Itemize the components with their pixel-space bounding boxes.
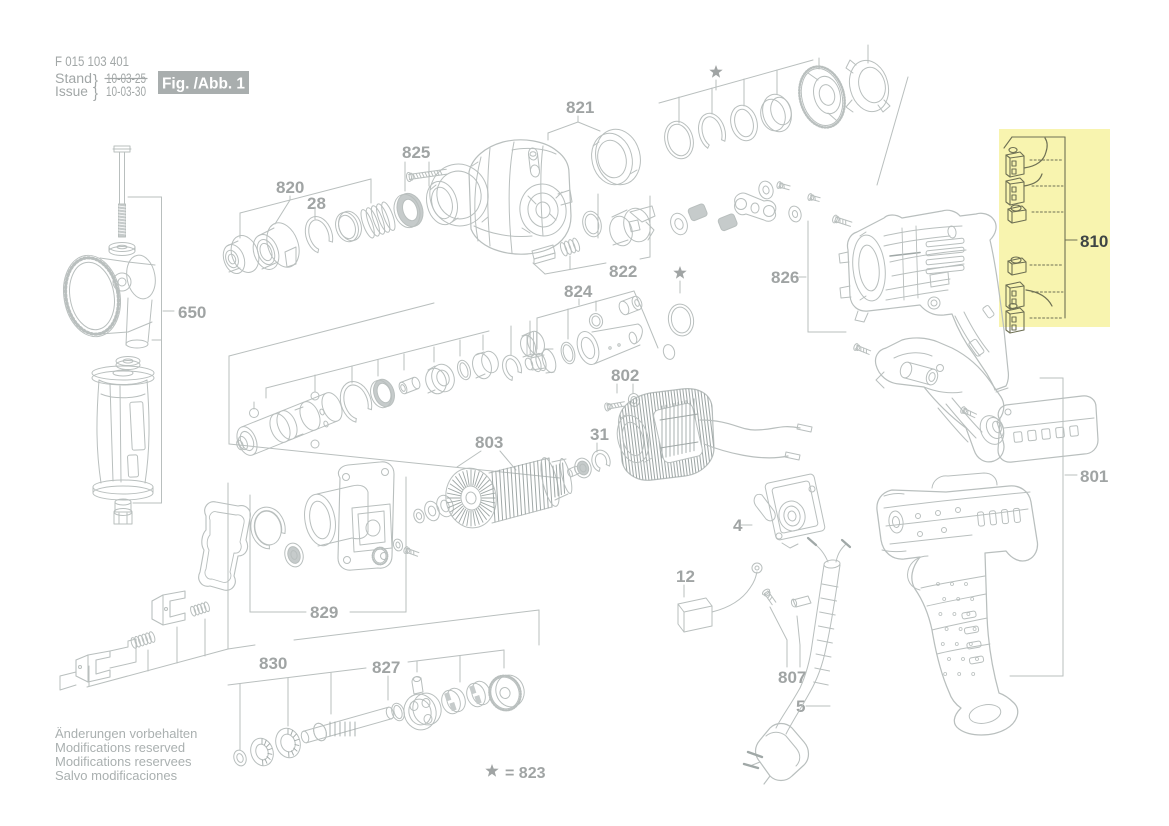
svg-text:Modifications reservees: Modifications reservees (55, 754, 192, 769)
svg-text:803: 803 (475, 433, 503, 452)
svg-text:820: 820 (276, 178, 304, 197)
svg-text:829: 829 (310, 603, 338, 622)
svg-text:F 015 103 401: F 015 103 401 (55, 54, 129, 69)
svg-text:824: 824 (564, 282, 593, 301)
svg-text:Salvo modificaciones: Salvo modificaciones (55, 768, 178, 783)
svg-text:Fig. /Abb. 1: Fig. /Abb. 1 (162, 76, 245, 93)
svg-text:31: 31 (590, 425, 609, 444)
svg-text:807: 807 (778, 668, 806, 687)
svg-text:}: } (93, 85, 98, 102)
svg-text:822: 822 (609, 262, 637, 281)
svg-text:826: 826 (771, 268, 799, 287)
svg-text:Änderungen vorbehalten: Änderungen vorbehalten (55, 726, 197, 741)
svg-text:Stand: Stand (55, 71, 92, 86)
svg-text:810: 810 (1080, 232, 1108, 251)
svg-text:827: 827 (372, 658, 400, 677)
svg-text:Issue: Issue (55, 84, 88, 99)
svg-text:830: 830 (259, 654, 287, 673)
svg-text:4: 4 (733, 516, 743, 535)
svg-text:= 823: = 823 (505, 765, 546, 782)
svg-text:5: 5 (796, 697, 805, 716)
svg-text:650: 650 (178, 303, 206, 322)
svg-text:Modifications reserved: Modifications reserved (55, 740, 185, 755)
svg-text:12: 12 (676, 567, 695, 586)
svg-text:}: } (93, 72, 98, 89)
svg-text:821: 821 (566, 98, 594, 117)
svg-text:801: 801 (1080, 467, 1108, 486)
svg-text:10-03-30: 10-03-30 (106, 84, 146, 99)
svg-text:28: 28 (307, 194, 326, 213)
svg-text:825: 825 (402, 143, 430, 162)
svg-text:802: 802 (611, 366, 639, 385)
